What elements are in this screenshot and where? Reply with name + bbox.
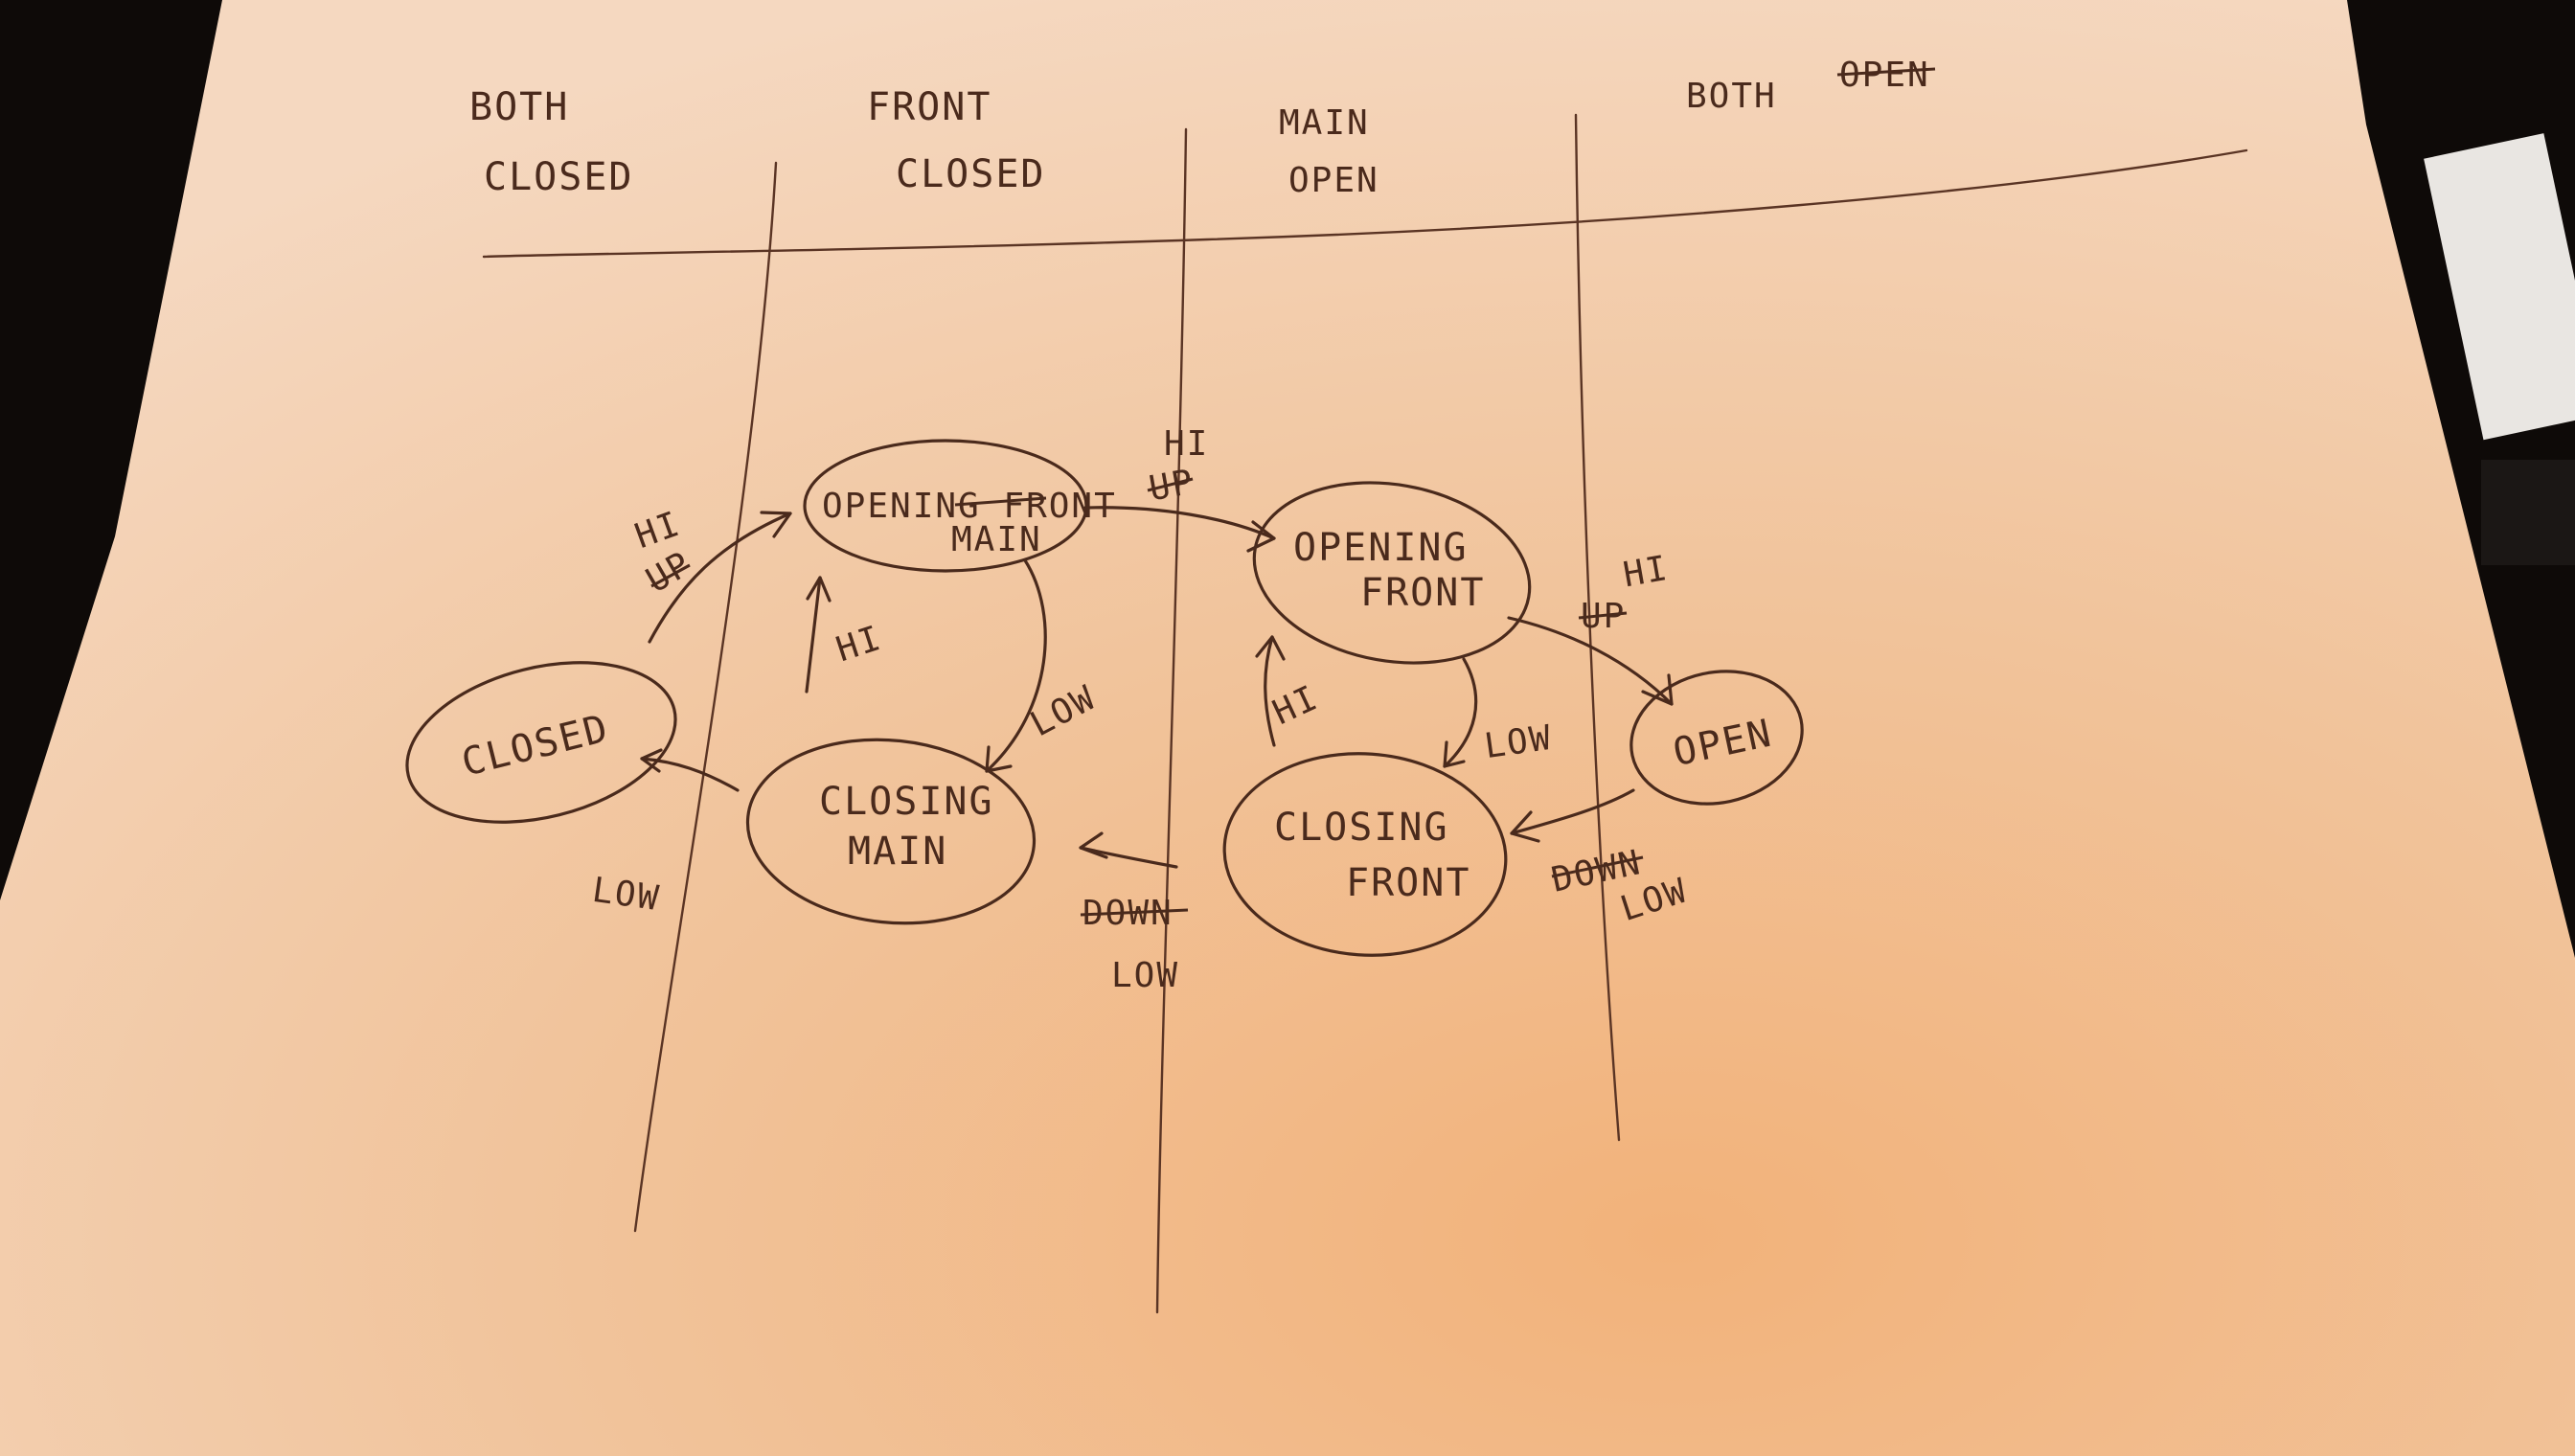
state-ellipse	[803, 439, 1088, 573]
transition-arrow	[648, 512, 792, 644]
column-line-3	[1574, 113, 1621, 1142]
strikethrough-mark	[650, 563, 691, 588]
background-object	[2481, 460, 2575, 565]
strikethrough-mark	[1836, 67, 1936, 77]
arrowhead-icon	[1246, 520, 1276, 553]
state-opening-front: OPENING FRONT	[1252, 481, 1532, 665]
background-paper-scrap	[2424, 133, 2575, 441]
column-header-both-open: BOTH OPEN	[1686, 56, 1936, 116]
column-line-2	[1155, 127, 1188, 1314]
header-divider-line	[482, 148, 2248, 259]
arrowhead-icon	[1255, 635, 1286, 661]
arrowhead-icon	[1641, 673, 1674, 706]
column-header-line-2: CLOSED	[896, 152, 1046, 196]
state-label-line-1: CLOSING	[819, 780, 994, 824]
transition-arrow	[1507, 616, 1674, 706]
arrowhead-icon	[1510, 810, 1540, 843]
state-label-line-1: CLOSING	[1274, 806, 1449, 850]
column-header-both-closed: BOTH CLOSED	[469, 85, 634, 199]
transition-label: LOW	[590, 871, 663, 919]
state-label-line-1: OPENING	[1293, 526, 1469, 570]
column-header-line-2: OPEN	[1288, 161, 1379, 200]
arrowhead-icon	[806, 576, 832, 603]
transition-opening-front-to-closing-front: LOW	[1443, 657, 1555, 768]
column-header-front-closed: FRONT CLOSED	[867, 85, 1046, 196]
state-opening-main: OPENING FRONT MAIN	[803, 439, 1117, 573]
state-ellipse	[1222, 752, 1508, 957]
state-closing-front: CLOSING FRONT	[1222, 752, 1508, 957]
state-label-line-2: FRONT	[1346, 861, 1470, 905]
arrowhead-icon	[640, 748, 663, 773]
transition-arrow	[1443, 657, 1478, 768]
state-ellipse	[745, 738, 1037, 925]
column-header-line-2: OPEN	[1839, 56, 1930, 95]
transition-arrow	[1510, 788, 1635, 835]
arrowhead-icon	[985, 745, 1013, 773]
column-header-line-1: FRONT	[867, 85, 991, 129]
strikethrough-mark	[1551, 855, 1644, 878]
arrowhead-icon	[1443, 740, 1466, 768]
transition-opening-front-to-open: HI UP	[1507, 549, 1674, 706]
state-ellipse	[405, 661, 677, 824]
strikethrough-mark	[1578, 611, 1628, 620]
state-label-line-1: OPENING FRONT	[822, 487, 1117, 526]
transition-closing-main-to-closed: LOW	[590, 748, 740, 919]
arrowhead-icon	[760, 511, 792, 538]
state-closing-main: CLOSING MAIN	[745, 738, 1037, 925]
transition-label-line-1: HI	[1620, 549, 1672, 596]
transition-label: LOW	[1482, 718, 1555, 766]
state-label-line-2: FRONT	[1360, 571, 1485, 615]
transition-arrow	[1264, 635, 1276, 747]
column-header-line-1: BOTH	[469, 85, 569, 129]
column-grid	[482, 113, 2248, 1314]
column-header-line-1: BOTH	[1686, 77, 1777, 116]
transition-opening-main-to-opening-front: HI UP	[1083, 424, 1276, 553]
column-line-1	[633, 161, 778, 1233]
arrowhead-icon	[1079, 831, 1108, 859]
transition-label-line-2: LOW	[1111, 956, 1179, 995]
strikethrough-mark	[954, 496, 1047, 507]
transition-closing-front-to-closing-main: DOWN LOW	[1079, 831, 1189, 995]
state-ellipse	[1629, 670, 1804, 806]
strikethrough-mark	[1080, 908, 1189, 917]
transition-arrow	[1083, 506, 1276, 540]
strikethrough-mark	[1147, 477, 1194, 492]
state-label-line-2: MAIN	[848, 830, 947, 874]
column-header-main-open: MAIN OPEN	[1279, 103, 1379, 200]
state-label-line-2: MAIN	[951, 520, 1042, 559]
transition-arrow	[805, 576, 822, 694]
transition-label-line-1: HI	[1164, 424, 1209, 464]
transition-arrow	[985, 558, 1047, 773]
column-header-line-1: MAIN	[1279, 103, 1370, 143]
transition-arrow	[640, 757, 740, 792]
column-header-line-2: CLOSED	[484, 155, 634, 199]
